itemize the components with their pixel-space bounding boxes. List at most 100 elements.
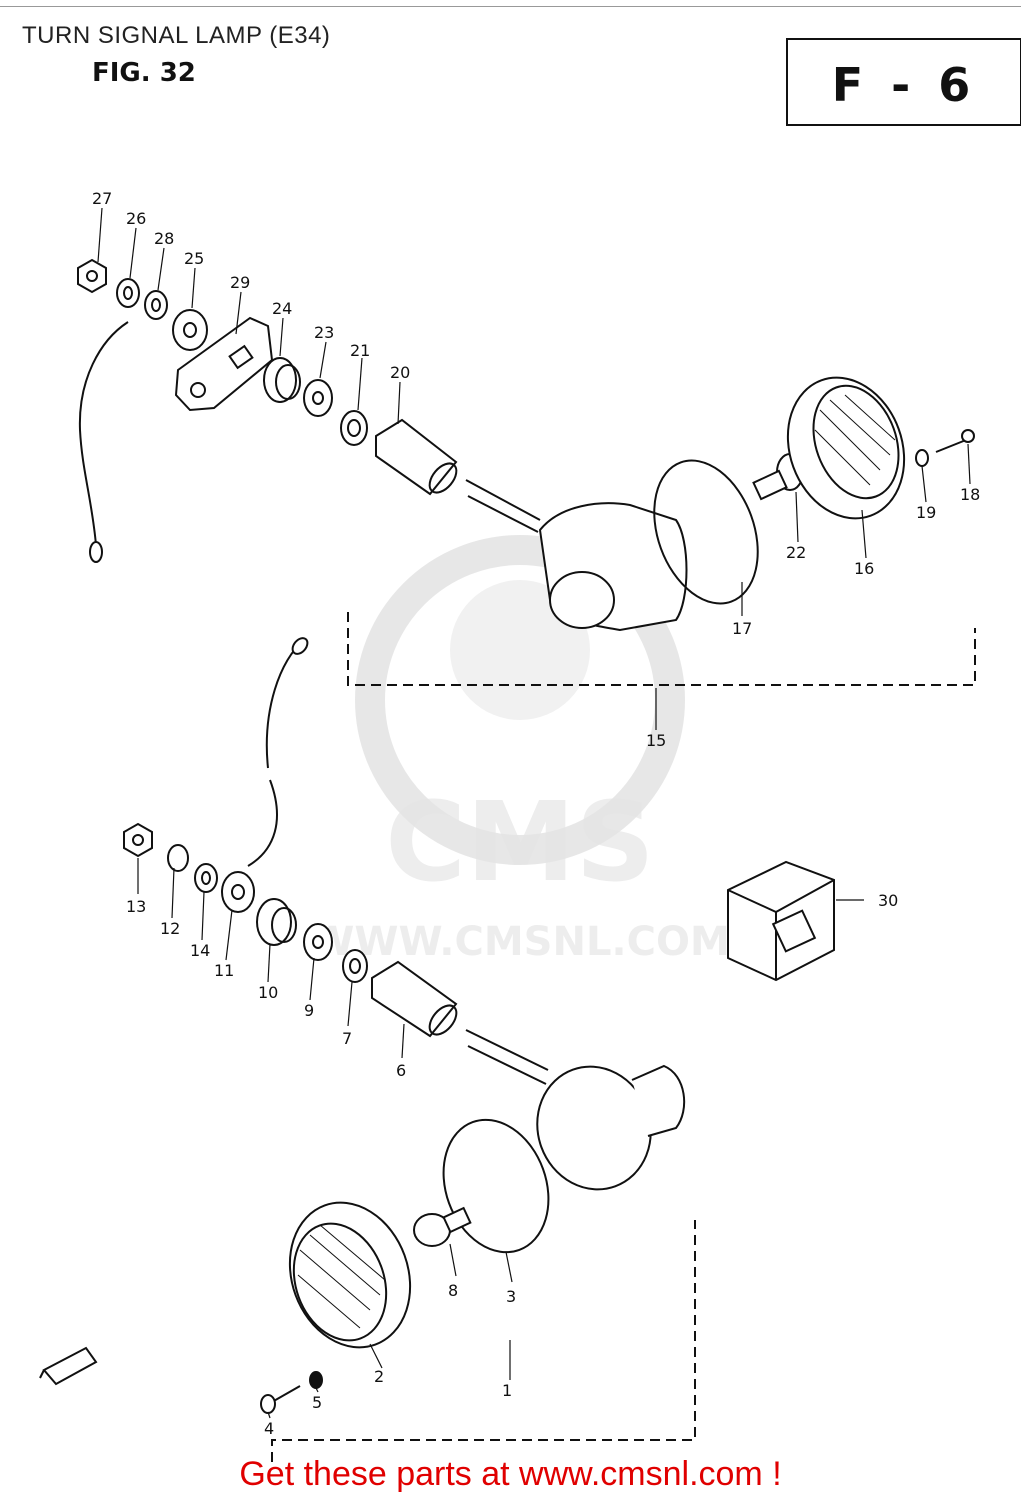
callout-2: 2 bbox=[374, 1367, 384, 1386]
washer-21 bbox=[340, 410, 368, 446]
leader-8 bbox=[449, 1243, 457, 1277]
nut-13 bbox=[123, 822, 153, 858]
washer-23 bbox=[303, 379, 333, 417]
callout-26: 26 bbox=[126, 209, 146, 228]
washer-25 bbox=[172, 309, 208, 351]
leader-3 bbox=[505, 1251, 513, 1283]
washer-28 bbox=[144, 290, 168, 320]
bulb-22-base bbox=[752, 469, 788, 501]
callout-1: 1 bbox=[502, 1381, 512, 1400]
callout-29: 29 bbox=[230, 273, 250, 292]
collar-6-end bbox=[428, 1004, 458, 1036]
rubber-24-face bbox=[275, 364, 301, 400]
nut-13-hole bbox=[132, 834, 144, 846]
leader-18 bbox=[967, 443, 971, 485]
washer-11-hole bbox=[231, 884, 245, 900]
callout-27: 27 bbox=[92, 189, 112, 208]
front-arrow-icon bbox=[42, 1346, 98, 1386]
leader-6 bbox=[401, 1023, 405, 1059]
rubber-24 bbox=[263, 357, 297, 403]
callout-12: 12 bbox=[160, 919, 180, 938]
leader-23 bbox=[319, 341, 327, 379]
wire-lower-bottom bbox=[247, 779, 278, 867]
washer-9 bbox=[303, 923, 333, 961]
lens-16-inner bbox=[812, 384, 900, 500]
housing-lower-neck bbox=[631, 1064, 686, 1137]
callout-24: 24 bbox=[272, 299, 292, 318]
callout-30: 30 bbox=[878, 891, 898, 910]
washer-9-hole bbox=[312, 935, 324, 949]
leader-14 bbox=[201, 891, 205, 941]
lens-2-ribs bbox=[297, 1224, 386, 1329]
callout-3: 3 bbox=[506, 1287, 516, 1306]
stem-thread-upper bbox=[465, 479, 541, 521]
section-box: F - 6 bbox=[786, 38, 1021, 126]
lens-2 bbox=[288, 1201, 412, 1349]
leader-19 bbox=[921, 465, 927, 503]
leader-lines bbox=[97, 207, 971, 1419]
callout-8: 8 bbox=[448, 1281, 458, 1300]
stem-thread-upper-lower bbox=[467, 495, 539, 533]
lock-washer-26-hole bbox=[123, 286, 133, 300]
screw-4-head bbox=[260, 1394, 276, 1414]
leader-24 bbox=[279, 317, 284, 357]
washer-25-hole bbox=[183, 322, 197, 338]
collar-6 bbox=[371, 960, 458, 1038]
bulb-8-base bbox=[442, 1206, 472, 1234]
leader-22 bbox=[795, 491, 799, 543]
callout-5: 5 bbox=[312, 1393, 322, 1412]
relay-30-connector bbox=[771, 909, 817, 953]
leader-21 bbox=[357, 357, 363, 411]
stem-thread-lower bbox=[465, 1029, 549, 1071]
leader-7 bbox=[347, 981, 353, 1027]
leader-11 bbox=[225, 909, 233, 961]
leader-28 bbox=[157, 247, 165, 291]
gasket-17 bbox=[653, 459, 759, 605]
washer-28-hole bbox=[151, 298, 161, 312]
lock-washer-12 bbox=[167, 844, 189, 872]
washer-14 bbox=[194, 863, 218, 893]
callout-22: 22 bbox=[786, 543, 806, 562]
callout-labels: 27 26 28 25 29 24 23 21 20 18 19 22 16 1… bbox=[92, 189, 980, 1438]
gasket-3 bbox=[442, 1118, 550, 1254]
collar-20 bbox=[375, 418, 458, 496]
callout-10: 10 bbox=[258, 983, 278, 1002]
bracket-29-hole bbox=[190, 382, 206, 398]
wire-terminal-upper bbox=[89, 541, 103, 563]
front-arrow-tip bbox=[39, 1369, 45, 1379]
stem-thread-lower-bottom bbox=[467, 1045, 547, 1085]
callout-11: 11 bbox=[214, 961, 234, 980]
callout-13: 13 bbox=[126, 897, 146, 916]
watermark-brand: CMS bbox=[385, 778, 654, 906]
top-rule bbox=[0, 6, 1021, 7]
leader-25 bbox=[191, 267, 196, 309]
callout-19: 19 bbox=[916, 503, 936, 522]
wire-lower-top bbox=[265, 639, 305, 769]
leader-12 bbox=[171, 867, 175, 919]
callout-9: 9 bbox=[304, 1001, 314, 1020]
promo-link[interactable]: Get these parts at www.cmsnl.com ! bbox=[239, 1455, 782, 1493]
callout-23: 23 bbox=[314, 323, 334, 342]
callout-21: 21 bbox=[350, 341, 370, 360]
callout-25: 25 bbox=[184, 249, 204, 268]
callout-7: 7 bbox=[342, 1029, 352, 1048]
callout-16: 16 bbox=[854, 559, 874, 578]
bracket-29-slot bbox=[228, 344, 254, 370]
figure-label: FIG. 32 bbox=[92, 58, 196, 88]
screw-18-shaft bbox=[935, 439, 967, 453]
callout-18: 18 bbox=[960, 485, 980, 504]
callout-28: 28 bbox=[154, 229, 174, 248]
rubber-10 bbox=[256, 898, 292, 946]
bracket-plate-29 bbox=[174, 316, 274, 412]
washer-7-hole bbox=[349, 958, 361, 974]
leader-26 bbox=[129, 227, 137, 279]
leader-29 bbox=[235, 291, 242, 335]
ground-wire-upper bbox=[78, 321, 129, 546]
assembly-bracket-15 bbox=[347, 612, 976, 686]
lens-16-ribs bbox=[814, 394, 896, 486]
lens-2-inner bbox=[292, 1222, 388, 1342]
callout-6: 6 bbox=[396, 1061, 406, 1080]
washer-11 bbox=[221, 871, 255, 913]
watermark-url: WWW.CMSNL.COM bbox=[310, 919, 730, 965]
